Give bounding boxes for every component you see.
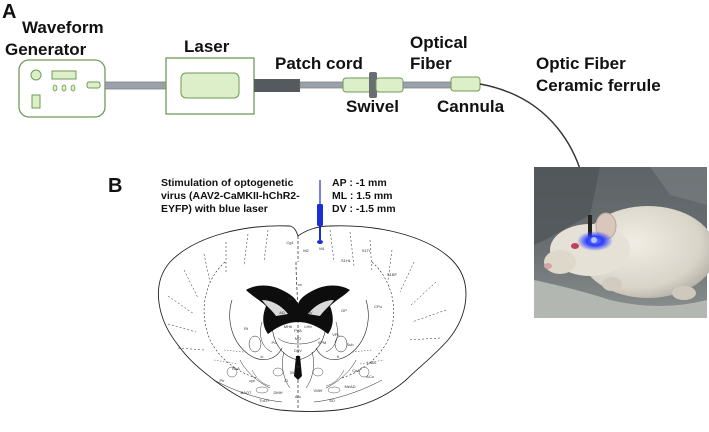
atlas-region-label: VPM: [318, 340, 327, 345]
ferrule-label-line1: Optic Fiber: [536, 54, 626, 73]
swivel-label: Swivel: [346, 97, 399, 116]
atlas-region-label: AV: [307, 310, 312, 315]
stimulation-text-line3: EYFP) with blue laser: [161, 203, 268, 215]
panel-label-a: A: [2, 1, 16, 23]
atlas-region-label: LHb: [304, 324, 312, 329]
panel-label-b: B: [108, 175, 122, 197]
atlas-region-label: AD: [279, 310, 285, 315]
animal-photo: [534, 167, 709, 318]
atlas-region-label: DMH: [273, 390, 282, 395]
stimulation-text-line1: Stimulation of optogenetic: [161, 177, 294, 189]
cannula-label: Cannula: [437, 97, 505, 116]
atlas-region-label: S1BF: [387, 272, 398, 277]
atlas-region-label: LV: [288, 296, 293, 301]
waveform-label-line1: Waveform: [22, 18, 104, 37]
atlas-region-label: VMH: [314, 388, 323, 393]
atlas-region-label: MHb: [284, 324, 293, 329]
laser-label: Laser: [184, 37, 230, 56]
coordinate-dv: DV : -1.5 mm: [332, 203, 396, 215]
atlas-region-label: Cg1: [286, 240, 294, 245]
atlas-region-label: CPu: [374, 304, 382, 309]
atlas-region-label: ic: [261, 354, 264, 359]
atlas-region-label: Sub: [346, 342, 354, 347]
stimulation-text-line2: virus (AAV2-CaMKII-hChR2-: [161, 190, 300, 202]
optical-fiber-cable: [402, 81, 453, 89]
atlas-region-label: PVA: [294, 328, 302, 333]
atlas-region-label: LaDL: [367, 360, 377, 365]
atlas-region-label: opt: [249, 378, 255, 383]
blue-laser-probe: [317, 180, 323, 244]
atlas-region-label: BLA: [232, 366, 240, 371]
atlas-region-label: BAOT: [241, 390, 252, 395]
laser-box: [165, 57, 255, 115]
coordinate-ap: AP : -1 mm: [332, 177, 387, 189]
optical-fiber-label-line1: Optical: [410, 33, 468, 52]
cable-generator-laser: [104, 81, 168, 90]
atlas-region-label: 3V: [290, 370, 295, 375]
third-ventricle: [294, 356, 302, 380]
atlas-region-label: fi: [337, 354, 339, 359]
atlas-region-label: cc: [298, 282, 302, 287]
swivel-joint: [369, 72, 377, 98]
ferrule-label-line2: Ceramic ferrule: [536, 76, 661, 95]
atlas-region-label: GP: [341, 308, 347, 313]
waveform-label-line2: Generator: [5, 40, 87, 59]
atlas-region-label: S1Tr: [362, 248, 371, 253]
patch-cord-label: Patch cord: [275, 54, 363, 73]
coordinate-ml: ML : 1.5 mm: [332, 190, 393, 202]
atlas-region-label: MeAD: [344, 384, 355, 389]
atlas-region-label: Arc: [295, 394, 301, 399]
atlas-region-label: D3V: [294, 348, 302, 353]
ventricle-corpus-callosum: [246, 285, 350, 334]
atlas-region-label: ZI: [284, 378, 288, 383]
atlas-region-label: VPL: [332, 332, 340, 337]
atlas-region-label: M1: [319, 246, 325, 251]
atlas-region-label: CeA: [352, 368, 360, 373]
atlas-region-label: Rt: [244, 326, 249, 331]
patch-cord-connector: [254, 79, 300, 92]
atlas-region-label: ACo: [366, 374, 375, 379]
atlas-region-label: TuLH: [259, 398, 269, 403]
atlas-region-label: Po: [272, 340, 278, 345]
cannula-connector: [450, 76, 481, 92]
atlas-region-label: Re: [295, 364, 301, 369]
atlas-region-label: MD: [295, 336, 301, 341]
atlas-region-label: S1HL: [341, 258, 352, 263]
atlas-region-label: M2: [303, 248, 309, 253]
coronal-brain-atlas: [157, 225, 467, 412]
swivel-right: [375, 77, 404, 93]
atlas-region-label: Pir: [220, 378, 226, 383]
swivel-left: [342, 77, 372, 93]
patch-cord-cable: [299, 81, 345, 89]
waveform-generator: [18, 59, 106, 118]
atlas-region-label: SO: [329, 398, 335, 403]
optical-fiber-label-line2: Fiber: [410, 54, 452, 73]
